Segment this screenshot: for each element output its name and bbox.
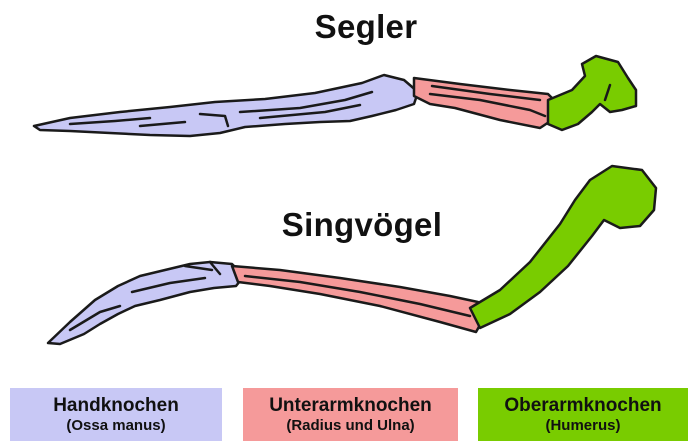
swift-humerus bbox=[548, 56, 636, 130]
songbird-hand-bones bbox=[48, 262, 244, 344]
legend-hand-name: Handknochen bbox=[10, 395, 222, 417]
legend-forearm-sub: (Radius und Ulna) bbox=[243, 417, 458, 435]
swift-wing bbox=[34, 56, 636, 136]
legend-hand-sub: (Ossa manus) bbox=[10, 417, 222, 435]
legend-humerus-name: Oberarmknochen bbox=[478, 395, 688, 417]
songbird-humerus bbox=[470, 166, 656, 328]
legend-forearm-name: Unterarmknochen bbox=[243, 395, 458, 417]
legend-hand-bones: Handknochen (Ossa manus) bbox=[10, 388, 222, 441]
legend-forearm-bones: Unterarmknochen (Radius und Ulna) bbox=[243, 388, 458, 441]
songbird-forearm-bones bbox=[232, 266, 484, 332]
legend-humerus-sub: (Humerus) bbox=[478, 417, 688, 435]
legend-humerus: Oberarmknochen (Humerus) bbox=[478, 388, 688, 441]
songbird-wing bbox=[48, 166, 656, 344]
